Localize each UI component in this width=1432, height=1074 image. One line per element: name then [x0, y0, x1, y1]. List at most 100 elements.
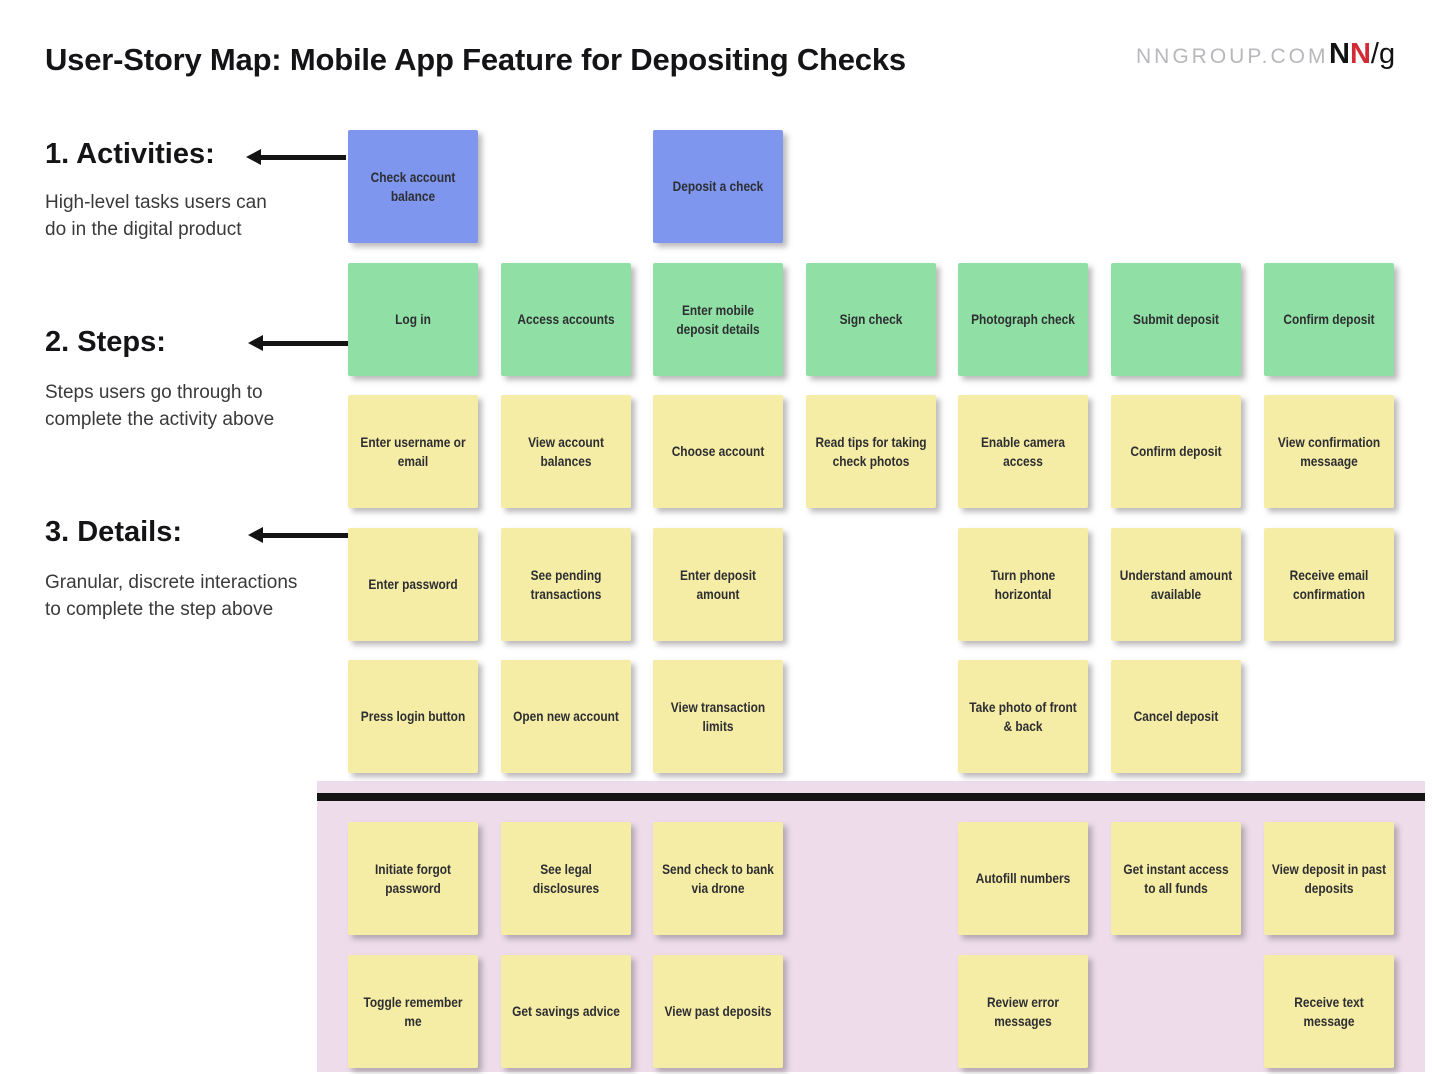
empty-slot	[806, 955, 936, 1068]
note-label: View past deposits	[664, 1003, 772, 1019]
step-note: Enter mobile deposit details	[653, 263, 784, 376]
activity-note: Deposit a check	[653, 130, 784, 243]
activities-arrow	[246, 149, 346, 166]
note-label: Confirm deposit	[1282, 311, 1375, 327]
detail-note: Receive text message	[1263, 955, 1394, 1068]
empty-slot	[958, 130, 1088, 243]
detail-note: Read tips for taking check photos	[805, 395, 936, 508]
note-label: Get savings advice	[511, 1003, 620, 1019]
note-label: View deposit in past deposits	[1271, 860, 1386, 896]
empty-slot	[806, 822, 936, 935]
empty-slot	[1111, 130, 1241, 243]
details-heading: 3. Details:	[45, 516, 182, 548]
empty-slot	[501, 130, 631, 243]
detail-note: Enter deposit amount	[653, 528, 784, 641]
detail-note: View past deposits	[653, 955, 784, 1068]
description-line: Granular, discrete interactions	[45, 572, 298, 593]
page-title: User-Story Map: Mobile App Feature for D…	[45, 42, 906, 77]
detail-note: Send check to bank via drone	[653, 822, 784, 935]
detail-note: Review error messages	[958, 955, 1089, 1068]
note-label: Check account balance	[370, 168, 456, 204]
detail-note: Open new account	[500, 660, 631, 773]
detail-note-row: Enter password See pending transactions En…	[348, 528, 1394, 641]
logo-n-red: N	[1349, 38, 1371, 70]
note-label: Press login button	[360, 708, 466, 724]
site-label: NNGROUP.COM	[1136, 45, 1329, 68]
activities-heading: 1. Activities:	[45, 138, 215, 170]
activities-description: High-level tasks users can do in the digi…	[45, 190, 267, 243]
note-label: Log in	[395, 311, 431, 327]
note-label: Initiate forgot password	[374, 860, 452, 896]
note-label: Autofill numbers	[976, 870, 1071, 886]
steps-arrow	[248, 335, 348, 352]
description-line: complete the activity above	[45, 408, 275, 430]
note-label: Access accounts	[516, 311, 615, 327]
step-note: Submit deposit	[1110, 263, 1241, 376]
empty-slot	[806, 528, 936, 641]
description-line: do in the digital product	[45, 218, 242, 240]
empty-slot	[1264, 130, 1394, 243]
note-label: Photograph check	[971, 311, 1076, 327]
note-label: Turn phone horizontal	[991, 566, 1056, 602]
note-label: Toggle remember me	[363, 993, 463, 1029]
detail-note: View confirmation messaage	[1263, 395, 1394, 508]
note-label: See legal disclosures	[532, 860, 599, 896]
detail-note: Confirm deposit	[1110, 395, 1241, 508]
note-label: Review error messages	[987, 993, 1060, 1029]
detail-note: Turn phone horizontal	[958, 528, 1089, 641]
arrow-head-icon	[248, 527, 263, 543]
step-note: Sign check	[805, 263, 936, 376]
detail-note: See pending transactions	[500, 528, 631, 641]
note-label: Enter deposit amount	[680, 566, 757, 602]
empty-slot	[806, 130, 936, 243]
arrow-shaft	[260, 341, 348, 346]
note-label: Take photo of front & back	[969, 698, 1078, 734]
note-label: Enter username or email	[360, 433, 466, 469]
empty-slot	[1264, 660, 1394, 773]
detail-note: Get instant access to all funds	[1110, 822, 1241, 935]
nng-logo: NN/g	[1329, 38, 1395, 71]
note-label: Cancel deposit	[1133, 708, 1219, 724]
step-note-row: Log in Access accounts Enter mobile deposi…	[348, 263, 1394, 376]
note-label: View confirmation messaage	[1277, 433, 1380, 469]
note-label: Send check to bank via drone	[662, 860, 775, 896]
detail-note: Enable camera access	[958, 395, 1089, 508]
arrow-head-icon	[246, 149, 261, 165]
note-label: Enter password	[368, 576, 458, 592]
steps-heading: 2. Steps:	[45, 326, 166, 358]
arrow-shaft	[258, 155, 346, 160]
details-arrow	[248, 527, 348, 544]
detail-note: Toggle remember me	[348, 955, 478, 1068]
details-description: Granular, discrete interactions to comple…	[45, 570, 297, 623]
empty-slot	[1111, 955, 1241, 1068]
detail-note: Enter username or email	[348, 395, 478, 508]
detail-note: Choose account	[653, 395, 784, 508]
detail-note: View transaction limits	[653, 660, 784, 773]
detail-note: Take photo of front & back	[958, 660, 1089, 773]
detail-note: Autofill numbers	[958, 822, 1089, 935]
detail-note-row: Toggle remember me Get savings advice View…	[348, 955, 1394, 1068]
step-note: Photograph check	[958, 263, 1089, 376]
detail-note-row: Initiate forgot password See legal disclo…	[348, 822, 1394, 935]
note-label: Get instant access to all funds	[1123, 860, 1229, 896]
note-label: Receive text message	[1293, 993, 1364, 1029]
detail-note: Get savings advice	[500, 955, 631, 1068]
logo-n-black: N	[1329, 38, 1350, 70]
empty-slot	[806, 660, 936, 773]
activity-note: Check account balance	[348, 130, 478, 243]
detail-note: Enter password	[348, 528, 478, 641]
description-line: High-level tasks users can	[45, 192, 267, 213]
divider-line	[317, 793, 1425, 801]
logo-slash-g: /g	[1370, 38, 1396, 70]
step-note: Access accounts	[500, 263, 631, 376]
note-label: Read tips for taking check photos	[815, 433, 927, 469]
activity-note-row: Check account balance Deposit a check	[348, 130, 1394, 243]
detail-note: Press login button	[348, 660, 478, 773]
arrow-head-icon	[248, 335, 263, 351]
description-line: to complete the step above	[45, 598, 274, 620]
